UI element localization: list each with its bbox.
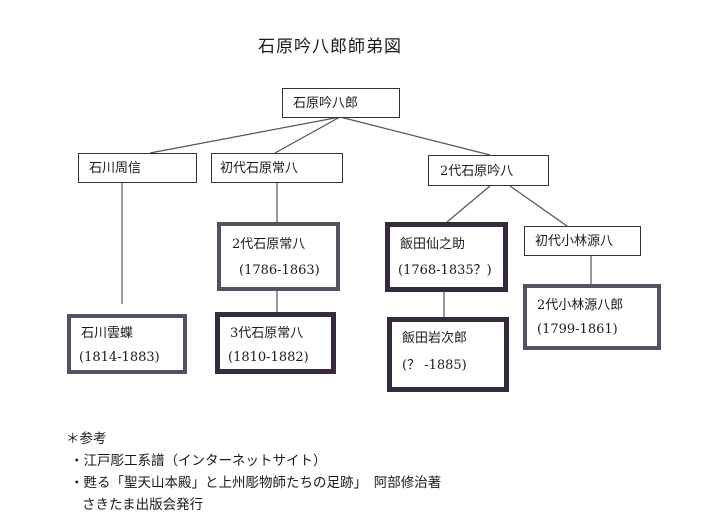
node-years: (1799-1861) xyxy=(537,322,618,337)
node-years: (1786-1863) xyxy=(239,263,320,278)
node-name: 飯田岩次郎 xyxy=(402,331,468,346)
diagram-title: 石原吟八郎師弟図 xyxy=(258,37,402,57)
node-name: 3代石原常八 xyxy=(230,326,304,341)
node-years: (1768-1835？) xyxy=(398,263,492,278)
notes-line-2: ・甦る「聖天山本殿」と上州彫物師たちの足跡」 阿部修治著 xyxy=(70,475,442,491)
node-years: (1814-1883) xyxy=(79,350,160,365)
node-iida-sennosuke: 飯田仙之助 (1768-1835？) xyxy=(385,222,508,292)
reference-notes: ＊参考 ・江戸彫工系譜（インターネットサイト） ・甦る「聖天山本殿」と上州彫物師… xyxy=(66,428,441,516)
edge-root-ginpachi2 xyxy=(339,116,491,156)
edge-root-shuushin xyxy=(149,116,341,154)
node-name: 初代石原常八 xyxy=(220,161,299,176)
node-2dai-ishihara-ginpachi: 2代石原吟八 xyxy=(428,155,549,186)
notes-line-1: ・江戸彫工系譜（インターネットサイト） xyxy=(70,453,327,469)
node-name: 石川周信 xyxy=(89,161,142,176)
node-3dai-ishihara-tsunehachi: 3代石原常八 (1810-1882) xyxy=(215,312,336,374)
notes-line-3: さきたま出版会発行 xyxy=(82,497,204,513)
node-2dai-ishihara-tsunehachi: 2代石原常八 (1786-1863) xyxy=(217,222,340,291)
node-name: 初代小林源八 xyxy=(535,234,614,249)
edge-ginpachi2-genpachi1 xyxy=(509,185,568,227)
edge-root-tsunehachi1 xyxy=(274,116,341,154)
node-ishikawa-shuushin: 石川周信 xyxy=(78,153,197,183)
node-name: 2代石原常八 xyxy=(232,237,306,252)
node-shodai-ishihara-tsunehachi: 初代石原常八 xyxy=(211,153,343,183)
node-name: 2代小林源八郎 xyxy=(537,298,624,313)
node-2dai-kobayashi-genpachirou: 2代小林源八郎 (1799-1861) xyxy=(523,284,661,350)
node-iida-iwajirou: 飯田岩次郎 (？ -1885) xyxy=(387,317,509,392)
node-name: 2代石原吟八 xyxy=(440,164,514,179)
node-name: 飯田仙之助 xyxy=(400,237,466,252)
node-ishihara-ginpachirou: 石原吟八郎 xyxy=(282,88,400,118)
node-ishikawa-unchou: 石川雲蝶 (1814-1883) xyxy=(67,314,187,374)
node-name: 石川雲蝶 xyxy=(81,326,134,341)
notes-heading: ＊参考 xyxy=(66,431,107,447)
node-shodai-kobayashi-genpachi: 初代小林源八 xyxy=(524,226,641,256)
node-name: 石原吟八郎 xyxy=(293,96,359,111)
edge-ginpachi2-sennosuke xyxy=(446,185,491,223)
node-years: (？ -1885) xyxy=(402,358,467,373)
node-years: (1810-1882) xyxy=(228,350,309,365)
